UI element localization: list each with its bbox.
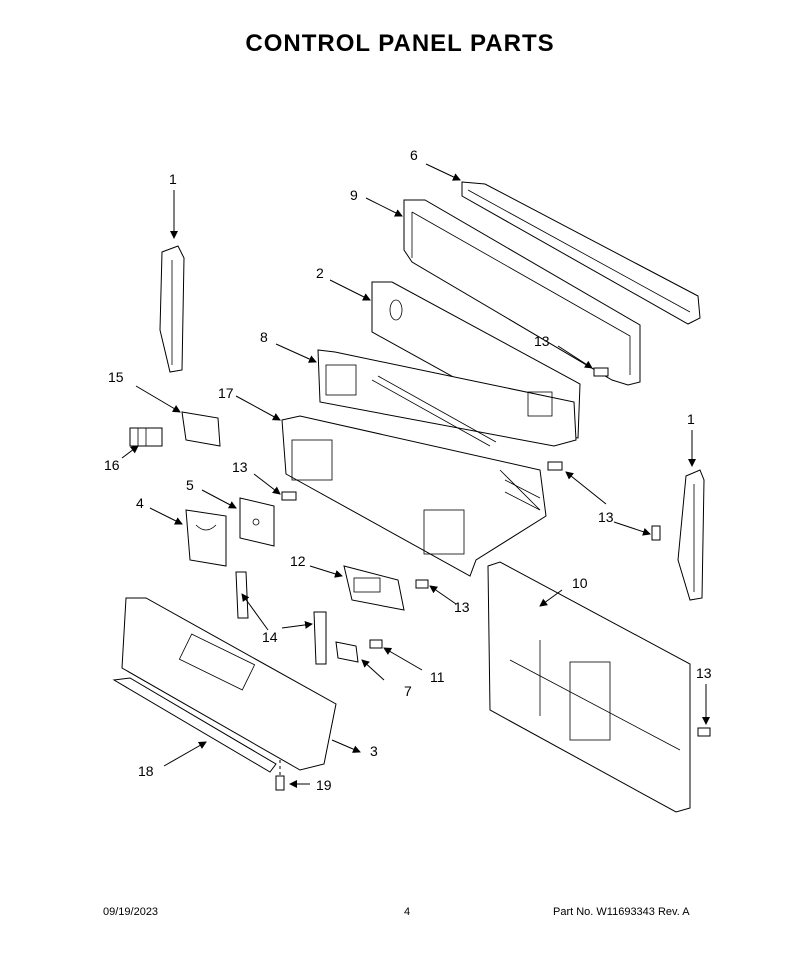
part-15-small-bracket (181, 411, 221, 447)
part-3-control-console (121, 597, 337, 771)
callout-15: 15 (108, 369, 124, 385)
part-14-clips (235, 571, 327, 665)
callout-14: 14 (262, 629, 278, 645)
callout-13-center: 13 (454, 599, 470, 615)
callout-13-left: 13 (232, 459, 248, 475)
callout-5: 5 (186, 477, 194, 493)
callout-10: 10 (572, 575, 588, 591)
callout-12: 12 (290, 553, 306, 569)
callout-8: 8 (260, 329, 268, 345)
callout-16: 16 (104, 457, 120, 473)
part-7-small-plate (335, 641, 359, 663)
footer-page-number: 4 (404, 906, 411, 918)
part-13-screws (281, 367, 711, 737)
callout-1-left: 1 (169, 171, 177, 187)
callout-18: 18 (138, 763, 154, 779)
callout-7: 7 (404, 683, 412, 699)
part-10-rear-panel (487, 561, 691, 813)
part-1-right-side-bracket (677, 469, 705, 601)
part-12-interface-module (343, 565, 405, 611)
callout-13-top: 13 (534, 333, 550, 349)
callout-6: 6 (410, 147, 418, 163)
callout-3: 3 (370, 743, 378, 759)
footer-part-number: Part No. W11693343 Rev. A (553, 906, 690, 918)
callout-13-bottom-right: 13 (696, 665, 712, 681)
callout-13-right: 13 (598, 509, 614, 525)
part-8-control-cover (317, 349, 577, 447)
leader-lines (121, 163, 710, 788)
part-17-control-housing (281, 415, 547, 577)
callout-labels: 1 1 2 3 4 5 6 7 8 9 10 11 12 13 13 13 13… (104, 147, 712, 793)
part-16-connector (129, 427, 163, 447)
callout-9: 9 (350, 187, 358, 203)
callout-1-right: 1 (687, 411, 695, 427)
part-9-bracket-frame (403, 199, 641, 386)
part-5-circuit-board (239, 497, 275, 547)
page-title: CONTROL PANEL PARTS (245, 30, 555, 57)
callout-4: 4 (136, 495, 144, 511)
callout-2: 2 (316, 265, 324, 281)
part-18-trim-strip (112, 677, 277, 773)
callout-19: 19 (316, 777, 332, 793)
callout-17: 17 (218, 385, 234, 401)
part-4-mount-bracket (185, 509, 227, 567)
footer-date: 09/19/2023 (103, 906, 159, 918)
part-1-left-side-bracket (159, 245, 185, 373)
part-6-rear-rail (461, 181, 701, 325)
callout-11: 11 (430, 669, 445, 685)
part-19-screw (275, 760, 285, 791)
